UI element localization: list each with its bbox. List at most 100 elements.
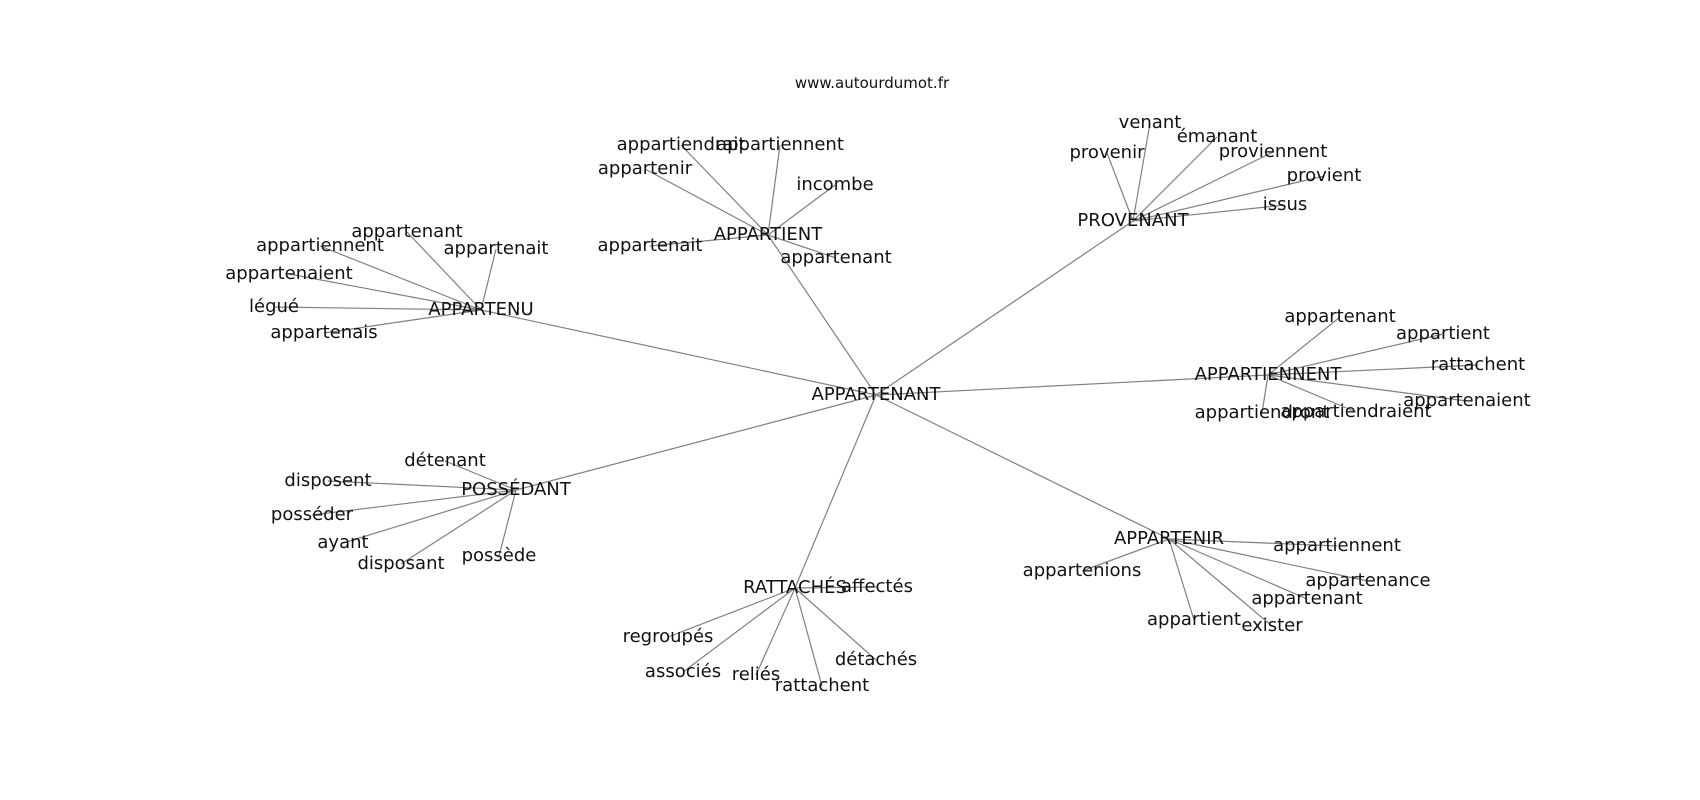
leaf-node-label: appartenant: [1251, 588, 1362, 609]
leaf-node-label: appartenir: [598, 158, 693, 179]
leaf-node-label: possède: [462, 545, 537, 566]
leaf-node-label: disposent: [284, 470, 371, 491]
edge-hub-to-leaf: [767, 144, 781, 236]
hub-node-label: PROVENANT: [1077, 210, 1189, 231]
source-label: www.autourdumot.fr: [795, 74, 950, 92]
leaf-node-label: reliés: [732, 664, 781, 685]
edge-hub-to-leaf: [767, 234, 837, 259]
graph-edges: [273, 122, 1479, 687]
hub-node-label: APPARTENU: [428, 299, 533, 320]
hub-node-label: APPARTIENNENT: [1195, 364, 1343, 385]
leaf-node-label: incombe: [796, 174, 873, 195]
edge-hub-to-leaf: [1132, 204, 1286, 222]
edge-hub-to-leaf: [327, 480, 517, 491]
edge-hub-to-leaf: [755, 587, 796, 676]
edge-hub-to-leaf: [794, 587, 823, 687]
edge-hub-to-leaf: [794, 586, 878, 589]
leaf-node-label: venant: [1119, 112, 1182, 133]
leaf-node-label: appartenions: [1023, 560, 1142, 581]
leaf-node-label: posséder: [271, 504, 354, 525]
edge-hub-to-leaf: [323, 309, 482, 334]
edge-hub-to-leaf: [1168, 538, 1273, 627]
edge-hub-to-leaf: [649, 234, 769, 247]
leaf-node-label: appartiennent: [716, 134, 844, 155]
edge-hub-to-leaf: [1168, 538, 1369, 582]
leaf-node-label: exister: [1241, 615, 1303, 636]
edge-center-to-hub: [875, 220, 1134, 396]
leaf-node-label: détenant: [404, 450, 486, 471]
edge-hub-to-leaf: [1081, 538, 1170, 572]
leaf-node-label: appartiendraient: [1280, 401, 1431, 422]
leaf-node-label: appartenaient: [225, 263, 352, 284]
edge-hub-to-leaf: [311, 489, 517, 516]
leaf-node-label: ayant: [317, 532, 368, 553]
leaf-node-label: appartient: [1396, 323, 1490, 344]
leaf-node-label: appartiendrait: [617, 134, 746, 155]
leaf-node-label: appartenait: [444, 238, 549, 259]
edge-hub-to-leaf: [342, 489, 517, 544]
edge-hub-to-leaf: [319, 245, 482, 311]
edge-hub-to-leaf: [1132, 175, 1325, 222]
edge-hub-to-leaf: [1132, 122, 1151, 222]
leaf-node-label: appartenais: [270, 322, 377, 343]
leaf-node-label: affectés: [841, 576, 913, 597]
leaf-node-label: provient: [1287, 165, 1362, 186]
leaf-node-label: appartiennent: [256, 235, 384, 256]
leaf-node-label: détachés: [835, 649, 917, 670]
leaf-node-label: appartenait: [598, 235, 703, 256]
edge-center-to-hub: [515, 394, 877, 491]
edge-hub-to-leaf: [1267, 333, 1444, 376]
leaf-node-label: associés: [645, 661, 721, 682]
edge-hub-to-leaf: [767, 184, 836, 236]
edge-center-to-hub: [794, 394, 877, 589]
leaf-node-label: disposant: [357, 553, 444, 574]
edge-center-to-hub: [875, 394, 1170, 540]
leaf-node-label: rattachent: [1431, 354, 1525, 375]
leaf-node-label: appartiennent: [1273, 535, 1401, 556]
edge-hub-to-leaf: [480, 248, 497, 311]
edge-hub-to-leaf: [1132, 136, 1218, 222]
leaf-node-label: appartenance: [1305, 570, 1430, 591]
edge-center-to-hub: [875, 374, 1269, 396]
leaf-node-label: regroupés: [623, 626, 714, 647]
edge-hub-to-leaf: [400, 489, 517, 565]
edge-hub-to-leaf: [644, 168, 769, 236]
edge-hub-to-leaf: [1132, 151, 1274, 222]
edge-hub-to-leaf: [1267, 364, 1479, 376]
edge-hub-to-leaf: [288, 273, 482, 311]
leaf-node-label: rattachent: [775, 675, 869, 696]
leaf-node-label: appartiendront: [1195, 402, 1330, 423]
edge-hub-to-leaf: [1168, 538, 1308, 600]
center-node-label: APPARTENANT: [812, 384, 942, 405]
edge-hub-to-leaf: [273, 306, 482, 311]
edge-hub-to-leaf: [444, 460, 517, 491]
edge-hub-to-leaf: [1106, 152, 1134, 222]
edge-hub-to-leaf: [1267, 374, 1357, 413]
leaf-node-label: appartient: [1147, 609, 1241, 630]
edge-hub-to-leaf: [682, 587, 796, 673]
leaf-node-label: appartenaient: [1403, 390, 1530, 411]
edge-hub-to-leaf: [406, 231, 482, 311]
edge-hub-to-leaf: [680, 144, 769, 236]
edge-hub-to-leaf: [1168, 538, 1338, 547]
hub-node-label: APPARTENIR: [1114, 528, 1224, 549]
edge-hub-to-leaf: [498, 489, 517, 557]
edge-hub-to-leaf: [1267, 316, 1341, 376]
leaf-node-label: issus: [1263, 194, 1308, 215]
hub-node-label: RATTACHÉS: [743, 576, 847, 598]
edge-center-to-hub: [480, 309, 877, 396]
leaf-node-label: proviennent: [1219, 141, 1328, 162]
edge-center-to-hub: [767, 234, 877, 396]
edge-hub-to-leaf: [667, 587, 796, 638]
edge-hub-to-leaf: [1261, 374, 1269, 414]
graph-labels: APPARTENANTAPPARTENUappartenantappartien…: [225, 112, 1530, 696]
leaf-node-label: appartenant: [351, 221, 462, 242]
leaf-node-label: émanant: [1177, 126, 1258, 147]
hub-node-label: POSSÉDANT: [461, 478, 572, 500]
edge-hub-to-leaf: [1168, 538, 1195, 621]
leaf-node-label: légué: [249, 296, 299, 317]
leaf-node-label: appartenant: [1284, 306, 1395, 327]
leaf-node-label: provenir: [1070, 142, 1146, 163]
